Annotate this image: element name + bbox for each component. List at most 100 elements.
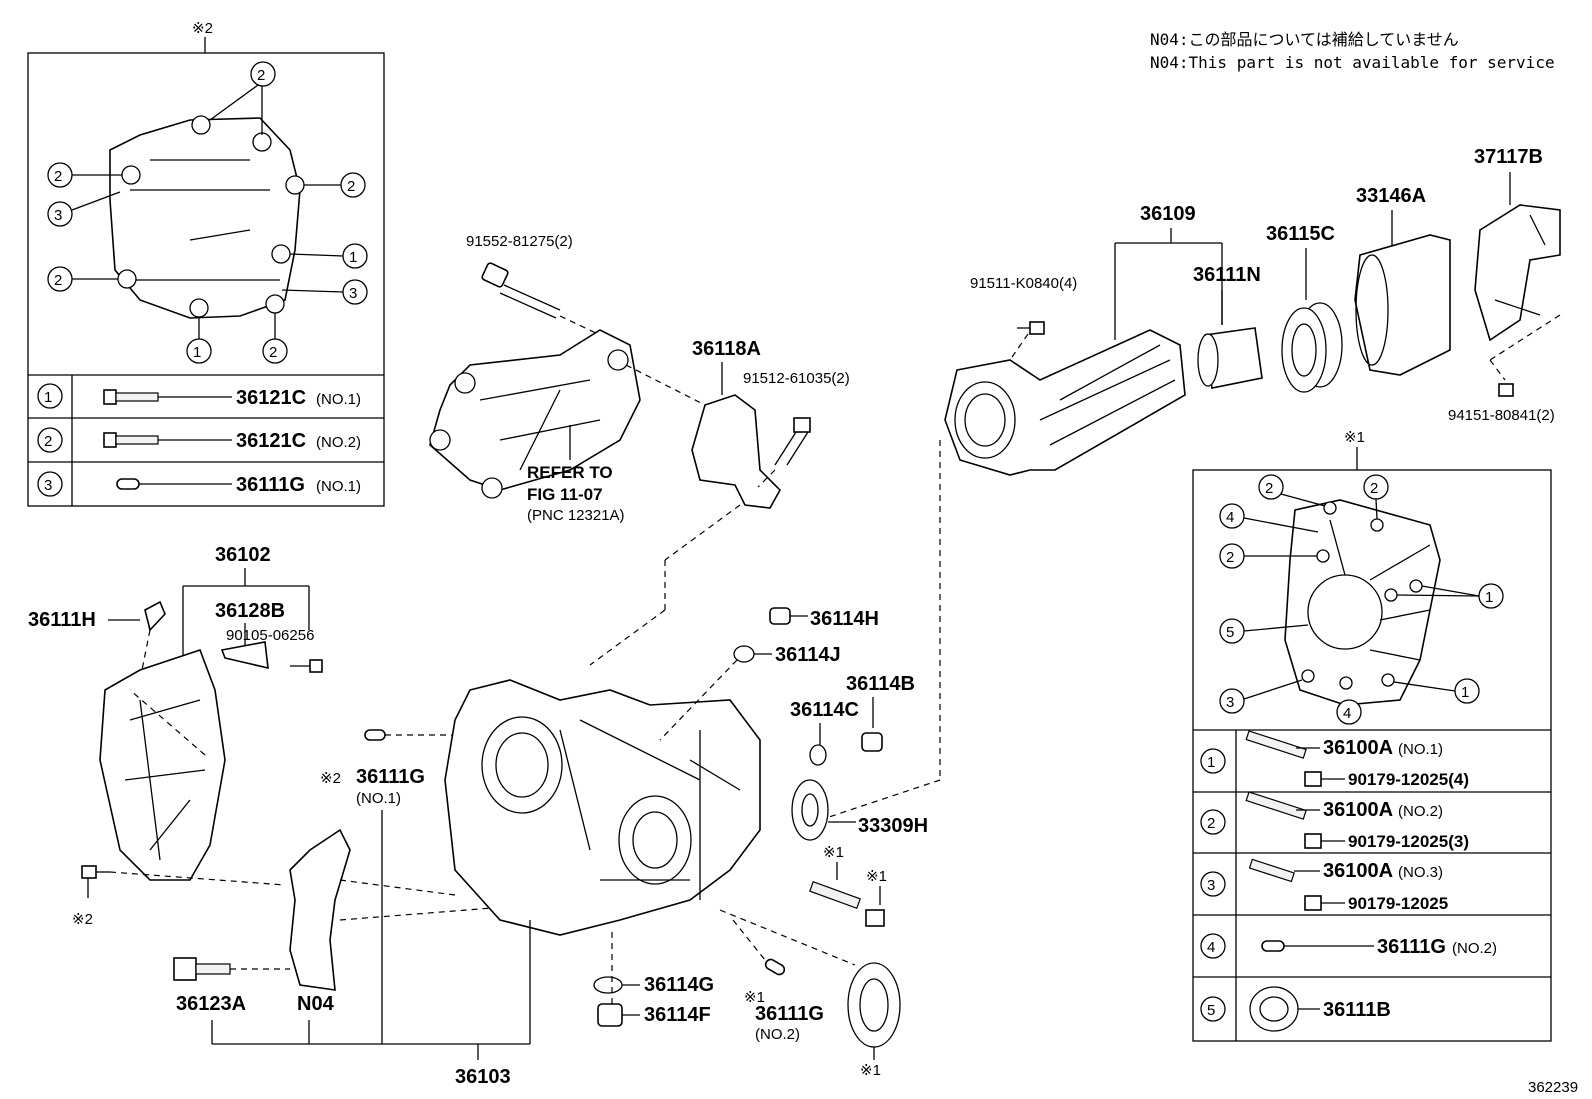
- label-refer-fig: FIG 11-07: [527, 485, 603, 504]
- callout-2-right: 2: [304, 172, 366, 198]
- marker-x2-lower: ※2: [72, 911, 93, 928]
- svg-text:3: 3: [44, 477, 52, 494]
- bolt-91511: [1017, 321, 1045, 335]
- nut-94151: [1498, 383, 1514, 397]
- bolt-x2: [81, 865, 110, 879]
- inset-right-row-1: 1 36100A (NO.1) 90179-12025(4): [1200, 730, 1469, 789]
- svg-text:(NO.3): (NO.3): [1398, 864, 1443, 881]
- svg-text:3: 3: [349, 285, 357, 302]
- plug-36114F: [597, 1003, 640, 1027]
- bracket-drawing: [429, 329, 641, 491]
- svg-text:2: 2: [1265, 480, 1273, 497]
- svg-text:1: 1: [44, 389, 52, 406]
- svg-text:2: 2: [44, 433, 52, 450]
- label-36114F: 36114F: [644, 1004, 711, 1026]
- plug-36114H: [769, 607, 808, 625]
- upper-right-group: 36109 91511-K0840(4) 36111N 36115C 33146…: [819, 146, 1561, 821]
- label-33309H: 33309H: [858, 815, 928, 837]
- label-90105: 90105-06256: [226, 627, 314, 644]
- label-36123A: 36123A: [176, 993, 246, 1015]
- inset-right-title: ※1: [1344, 429, 1365, 446]
- r-callout-4a: 4: [1219, 503, 1319, 533]
- bracket-N04-drawing: [289, 828, 351, 991]
- label-36111G-no1: ※2 36111G (NO.1): [320, 766, 425, 807]
- plate-36128B: [220, 641, 269, 670]
- label-36114B: 36114B: [846, 673, 915, 695]
- seal-33309H: [791, 779, 856, 841]
- svg-text:90179-12025: 90179-12025: [1348, 894, 1448, 913]
- svg-text:(NO.1): (NO.1): [356, 790, 401, 807]
- svg-text:2: 2: [1370, 480, 1378, 497]
- svg-text:3: 3: [1207, 877, 1215, 894]
- cover-36102-drawing: [99, 648, 226, 881]
- inset-top-left-row-3: 3 36111G (NO.1): [37, 471, 361, 497]
- svg-text:1: 1: [349, 249, 357, 266]
- label-refer-to: REFER TO: [527, 463, 613, 482]
- svg-text:2: 2: [54, 272, 62, 289]
- label-36114H: 36114H: [810, 608, 879, 630]
- callout-2-top: 2: [209, 61, 276, 135]
- inset-top-left-row-1: 1 36121C (NO.1): [37, 383, 361, 409]
- svg-text:1: 1: [1485, 589, 1493, 606]
- svg-text:36100A: 36100A: [1323, 799, 1393, 821]
- svg-text:36111G: 36111G: [1377, 936, 1446, 958]
- bracket-37117B: [1474, 204, 1561, 342]
- inset-right-frame: [1192, 469, 1552, 1042]
- label-36103: 36103: [455, 1066, 511, 1088]
- label-refer-pnc: (PNC 12321A): [527, 507, 625, 524]
- inset-right: ※1 2 2 4 2 1 5 1 3 4 1 36100A (NO.1): [1192, 429, 1552, 1042]
- callout-1-right: 1: [289, 243, 368, 269]
- r-callout-2b: 2: [1363, 474, 1389, 520]
- svg-text:5: 5: [1207, 1002, 1215, 1019]
- svg-text:36111B: 36111B: [1323, 999, 1391, 1021]
- callout-1-bottom: 1: [186, 317, 212, 364]
- label-91552: 91552-81275(2): [466, 233, 573, 250]
- washer-36114J: [733, 645, 772, 663]
- inset-right-row-5: 5 36111B: [1200, 986, 1391, 1032]
- inset-top-left: ※2 2 2 3 2 1 2 3 1 2 1 36121C (NO.1): [27, 20, 385, 507]
- marker-x1-nut: ※1: [866, 868, 887, 885]
- label-33146A: 33146A: [1356, 185, 1426, 207]
- label-36114G: 36114G: [644, 974, 714, 996]
- stud-x1: [809, 880, 861, 910]
- marker-x1-36111G: ※1: [744, 989, 765, 1006]
- svg-text:90179-12025(4): 90179-12025(4): [1348, 770, 1469, 789]
- svg-text:2: 2: [1207, 815, 1215, 832]
- svg-text:4: 4: [1226, 509, 1234, 526]
- r-callout-5: 5: [1219, 618, 1309, 644]
- label-36111G-no2: ※1 36111G (NO.2): [744, 989, 824, 1043]
- inset-top-left-frame: [27, 52, 385, 507]
- svg-text:(NO.2): (NO.2): [316, 434, 361, 451]
- r-callout-1a: 1: [1396, 583, 1504, 609]
- seal-x1: [847, 962, 901, 1048]
- svg-text:4: 4: [1207, 939, 1215, 956]
- inset-right-row-2: 2 36100A (NO.2) 90179-12025(3): [1200, 791, 1469, 851]
- cover-plate-drawing: [109, 117, 301, 319]
- r-callout-4b: 4: [1336, 699, 1362, 725]
- label-36102: 36102: [215, 544, 271, 566]
- label-36114J: 36114J: [775, 644, 841, 666]
- svg-text:2: 2: [347, 178, 355, 195]
- r-callout-1b: 1: [1393, 678, 1480, 704]
- transfer-case-drawing: [444, 679, 761, 936]
- nut-x1: [865, 909, 885, 927]
- lower-left-group: 36102 36128B 90105-06256 36111H ※2 36123…: [28, 544, 531, 1044]
- label-36111H: 36111H: [28, 609, 96, 631]
- marker-x2-36111G: ※2: [320, 770, 341, 787]
- bolt-36123A: [173, 957, 231, 981]
- inset-top-left-title: ※2: [192, 20, 213, 37]
- svg-text:1: 1: [193, 344, 201, 361]
- svg-text:2: 2: [257, 67, 265, 84]
- r-callout-2a: 2: [1258, 474, 1326, 507]
- bolt-91552: [481, 262, 561, 319]
- plug-36114B: [861, 732, 883, 752]
- svg-text:4: 4: [1343, 705, 1351, 722]
- note-japanese: N04:この部品については補給していません: [1150, 30, 1459, 49]
- svg-text:3: 3: [54, 207, 62, 224]
- label-91511: 91511-K0840(4): [970, 275, 1077, 292]
- svg-text:(NO.1): (NO.1): [316, 391, 361, 408]
- svg-text:(NO.1): (NO.1): [1398, 741, 1443, 758]
- svg-text:1: 1: [1461, 684, 1469, 701]
- callout-3-right: 3: [281, 279, 368, 305]
